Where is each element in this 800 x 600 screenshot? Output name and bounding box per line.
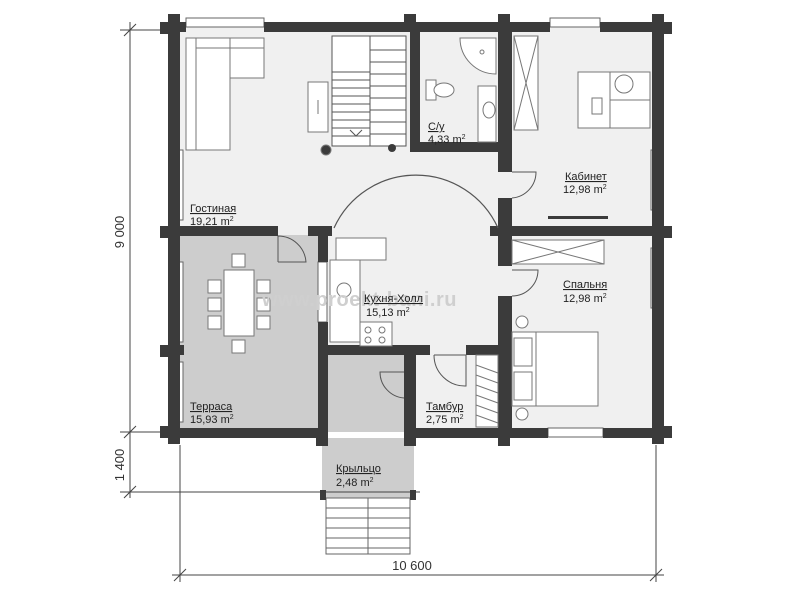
room-porch-name: Крыльцо xyxy=(336,463,381,475)
stove xyxy=(320,144,332,156)
toilet-bowl xyxy=(433,82,455,98)
bedroom-furniture xyxy=(511,239,605,421)
room-living-name: Гостиная xyxy=(190,203,236,215)
kitchen-sink xyxy=(336,282,352,298)
dim-depth-porch: 1 400 xyxy=(112,449,127,482)
room-vestibule-area: 2,75 m2 xyxy=(426,414,464,426)
room-kitchen-name: Кухня-Холл xyxy=(364,293,423,305)
window-living-top xyxy=(185,17,265,28)
kitchen-counter-top xyxy=(335,237,387,261)
door-entrance xyxy=(379,371,405,399)
door-terrace xyxy=(277,235,307,263)
room-terrace-name: Терраса xyxy=(190,401,233,413)
watermark: www.proekt-bani.ru xyxy=(261,289,457,311)
terrace-furniture xyxy=(207,253,271,354)
dim-depth-main: 9 000 xyxy=(112,216,127,249)
door-bedroom xyxy=(511,269,539,297)
sofa-side xyxy=(185,37,231,151)
shower xyxy=(459,37,497,75)
window-bedroom-bottom xyxy=(547,427,604,438)
terrace-floor-lower xyxy=(322,352,406,432)
room-bedroom-name: Спальня xyxy=(563,279,607,291)
doors xyxy=(277,171,539,399)
room-wc-area: 4,33 m2 xyxy=(428,134,466,146)
room-bedroom-area: 12,98 m2 xyxy=(563,293,607,305)
vestibule-wardrobe xyxy=(475,354,499,428)
living-furniture xyxy=(185,37,396,156)
room-living-area: 19,21 m2 xyxy=(190,216,234,228)
cooktop xyxy=(359,321,393,347)
walls xyxy=(160,14,672,446)
kitchen-furniture xyxy=(329,237,393,347)
room-study-name: Кабинет xyxy=(565,171,607,183)
wc-fixtures xyxy=(425,37,497,143)
dim-width: 10 600 xyxy=(392,558,432,573)
staircase xyxy=(331,35,407,147)
room-study-area: 12,98 m2 xyxy=(563,184,607,196)
porch-floor xyxy=(322,438,414,498)
dimension-labels: 10 600 9 000 1 400 xyxy=(112,216,432,573)
room-wc-name: С/у xyxy=(428,121,445,133)
bed-study-edge xyxy=(548,216,608,219)
door-vestibule xyxy=(433,354,467,387)
hall-arch xyxy=(333,174,499,229)
dining-table xyxy=(223,269,255,337)
window-study-top xyxy=(549,17,601,28)
room-porch-area: 2,48 m2 xyxy=(336,477,374,489)
door-study xyxy=(511,171,537,199)
room-labels: Гостиная 19,21 m2 С/у 4,33 m2 Кабинет 12… xyxy=(190,121,607,489)
porch-steps xyxy=(320,490,416,555)
study-furniture xyxy=(513,35,651,219)
room-vestibule-name: Тамбур xyxy=(426,401,463,413)
room-kitchen-area: 15,13 m2 xyxy=(366,307,410,319)
office-chair xyxy=(614,74,634,94)
room-terrace-area: 15,93 m2 xyxy=(190,414,234,426)
kitchen-counter-side xyxy=(329,259,361,343)
